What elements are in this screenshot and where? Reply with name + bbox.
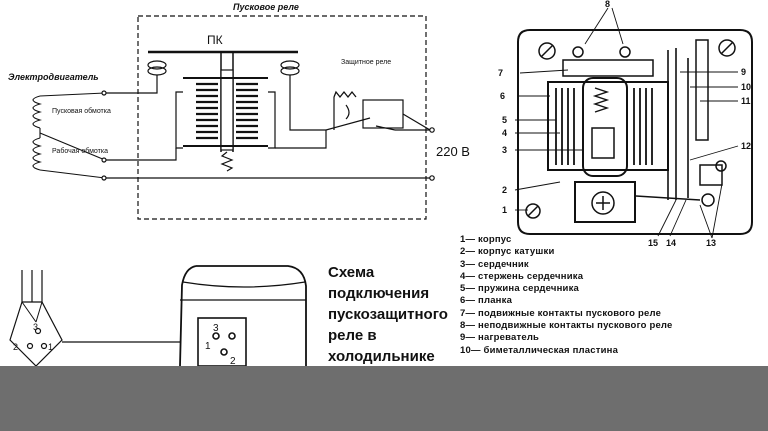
coil-winding-left [196, 82, 218, 140]
start-relay-schematic [32, 15, 435, 220]
relay-title: Пусковое реле [233, 2, 299, 12]
caption-line: Схема [328, 264, 375, 281]
run-winding-label: Рабочая обмотка [52, 147, 108, 155]
legend-item: 7— подвижные контакты пускового реле [460, 307, 662, 319]
caption-line: реле в [328, 327, 377, 344]
footer-gray-band [0, 366, 768, 431]
callout-12: 12 [741, 141, 751, 151]
bimetal-strip [667, 48, 689, 200]
callout-10: 10 [741, 82, 751, 92]
core-spring [220, 151, 234, 172]
relay-case [517, 29, 753, 235]
relay-housing-dashed [137, 15, 427, 220]
coil-winding-right [236, 82, 258, 140]
parts-legend: 1— корпус 2— корпус катушки 3— сердечник… [460, 234, 760, 357]
plunger-channel [582, 77, 628, 177]
motor-label: Электродвигатель [8, 72, 99, 82]
legend-item: 1— корпус [460, 234, 512, 245]
contact-strip [562, 59, 654, 77]
voltage-label: 220 В [436, 144, 470, 159]
callout-9: 9 [741, 67, 746, 77]
legend-item: 8— неподвижные контакты пускового реле [460, 320, 673, 332]
legend-item: 3— сердечник [460, 258, 529, 270]
relay-outline-small [9, 301, 63, 367]
terminal-2: 2 [230, 356, 236, 367]
caption-line: пускозащитного [328, 306, 448, 323]
caption-line: холодильнике [328, 348, 435, 365]
relay-internal-drawing [514, 7, 753, 239]
bottom-terminal-labels: 2 3 1 [13, 322, 53, 352]
callout-numbers: 8 7 6 5 4 3 2 1 9 10 11 12 15 14 13 [498, 0, 751, 248]
wire-start [105, 75, 158, 94]
legend-item: 10— биметаллическая пластина [460, 344, 619, 356]
callout-2: 2 [502, 185, 507, 195]
wire-run [105, 148, 177, 161]
callout-4: 4 [502, 128, 507, 138]
terminal-1: 1 [205, 341, 211, 352]
bottom-wiring-schematic [9, 270, 180, 367]
diagram-caption: Схема подключения пускозащитного реле в … [328, 262, 458, 367]
callout-15: 15 [648, 238, 658, 248]
core-plunger [220, 69, 234, 151]
callout-3: 3 [502, 145, 507, 155]
terminal-3: 3 [213, 323, 219, 334]
start-winding-label: Пусковая обмотка [52, 107, 111, 115]
callout-7: 7 [498, 68, 503, 78]
terminal-3-small: 3 [33, 322, 38, 332]
plunger-spring [592, 87, 610, 113]
callout-11: 11 [741, 96, 751, 106]
caption-line: подключения [328, 285, 430, 302]
coil-label: ПК [207, 33, 223, 47]
callout-14: 14 [666, 238, 676, 248]
callout-1: 1 [502, 205, 507, 215]
terminal-block [574, 181, 636, 223]
terminal-1-small: 1 [48, 342, 53, 352]
legend-item: 4— стержень сердечника [460, 270, 584, 282]
compressor-terminal-labels: 3 1 2 [205, 323, 236, 367]
callout-8: 8 [605, 0, 610, 9]
callout-5: 5 [502, 115, 507, 125]
contact-right-top [280, 60, 300, 70]
callout-6: 6 [500, 91, 505, 101]
contact-left-bottom [147, 66, 167, 76]
plunger-core [591, 127, 615, 159]
legend-item: 6— планка [460, 295, 513, 307]
motor-windings [32, 92, 106, 179]
terminal-2-small: 2 [13, 342, 18, 352]
protective-relay [325, 90, 431, 131]
callout-13: 13 [706, 238, 716, 248]
compressor-drawing [179, 265, 307, 367]
legend-item: 9— нагреватель [460, 332, 540, 344]
legend-item: 5— пружина сердечника [460, 283, 580, 295]
legend-item: 2— корпус катушки [460, 246, 555, 258]
protect-relay-label: Защитное реле [341, 59, 391, 66]
contact-right-bottom [280, 66, 300, 76]
contact-left-top [147, 60, 167, 70]
coil-block [547, 81, 669, 171]
